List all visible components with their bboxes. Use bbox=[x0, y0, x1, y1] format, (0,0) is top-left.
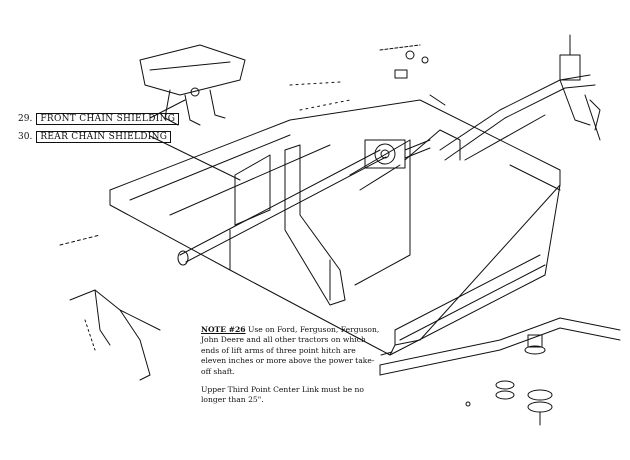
callout-label: FRONT CHAIN SHIELDING bbox=[36, 113, 180, 125]
note-second-paragraph: Upper Third Point Center Link must be no… bbox=[201, 385, 364, 405]
blade-hub-parts bbox=[465, 334, 553, 426]
callout-leaders bbox=[149, 99, 393, 356]
note-paragraph: NOTE #26 Use on Ford, Ferguson, Ferguson… bbox=[201, 325, 381, 377]
callout-front-chain-shielding: 29.FRONT CHAIN SHIELDING bbox=[18, 113, 180, 125]
note-lead: NOTE #26 bbox=[201, 325, 246, 334]
exploded-hardware bbox=[289, 44, 446, 111]
callout-label: REAR CHAIN SHIELDING bbox=[36, 131, 172, 143]
installation-note: NOTE #26 Use on Ford, Ferguson, Ferguson… bbox=[201, 325, 381, 406]
gear-box bbox=[364, 139, 431, 169]
skid-runner bbox=[379, 317, 621, 376]
mower-deck bbox=[109, 99, 561, 356]
callout-number: 29. bbox=[18, 114, 33, 124]
exploded-bracket-top-left bbox=[139, 44, 246, 126]
note-body: Use on Ford, Ferguson, Ferguson, John De… bbox=[201, 325, 380, 376]
callout-rear-chain-shielding: 30.REAR CHAIN SHIELDING bbox=[18, 131, 172, 143]
hitch-a-frame bbox=[439, 34, 601, 191]
exploded-bracket-lower-left bbox=[69, 289, 161, 381]
callout-number: 30. bbox=[18, 132, 33, 142]
chain-shield-plates bbox=[234, 129, 461, 306]
drive-shaft bbox=[59, 149, 387, 266]
